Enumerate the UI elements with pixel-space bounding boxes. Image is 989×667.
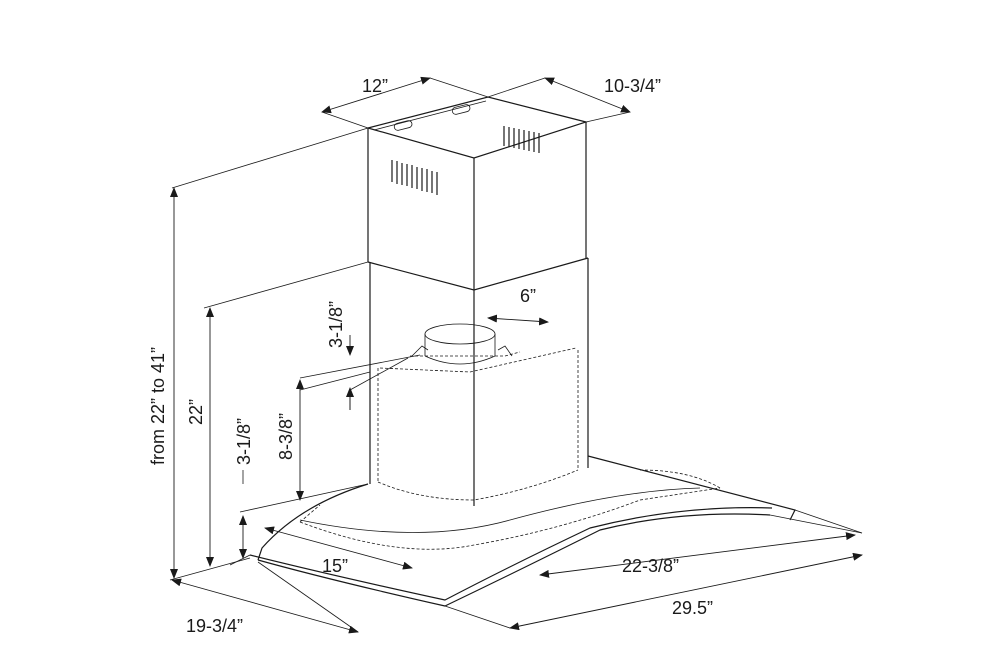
extension-lines bbox=[169, 77, 863, 633]
label-adjustable-height: from 22” to 41” bbox=[148, 347, 168, 465]
vent-slots-right bbox=[503, 126, 540, 153]
dim-line-inner-depth bbox=[264, 526, 413, 570]
label-overall-depth: 19-3/4” bbox=[186, 616, 243, 636]
label-duct-diameter: 6” bbox=[520, 286, 536, 306]
label-chimney-width: 12” bbox=[362, 76, 388, 96]
dim-line-chimney-depth bbox=[544, 77, 631, 113]
label-duct-height: 3-1/8” bbox=[326, 301, 346, 348]
glass-canopy bbox=[249, 455, 796, 607]
dim-line-duct-diameter bbox=[487, 314, 549, 326]
duct-collar bbox=[411, 323, 513, 365]
dim-line-overall-width bbox=[509, 552, 863, 631]
vent-slots-left bbox=[391, 160, 438, 195]
label-body-height: 8-3/8” bbox=[276, 413, 296, 460]
label-inner-depth: 15” bbox=[322, 556, 348, 576]
chimney-lower bbox=[367, 257, 589, 506]
label-inner-width: 22-3/8” bbox=[622, 556, 679, 576]
dim-line-overall-depth bbox=[171, 578, 359, 634]
label-chimney-depth: 10-3/4” bbox=[604, 76, 661, 96]
label-glass-gap: 3-1/8” bbox=[234, 418, 254, 465]
label-total-height: 22” bbox=[186, 399, 206, 425]
dim-line-inner-width bbox=[539, 532, 856, 578]
label-overall-width: 29.5” bbox=[672, 598, 713, 618]
dim-line-chimney-width bbox=[321, 76, 431, 114]
chimney-upper bbox=[365, 96, 589, 290]
hidden-motor-housing bbox=[299, 347, 721, 550]
